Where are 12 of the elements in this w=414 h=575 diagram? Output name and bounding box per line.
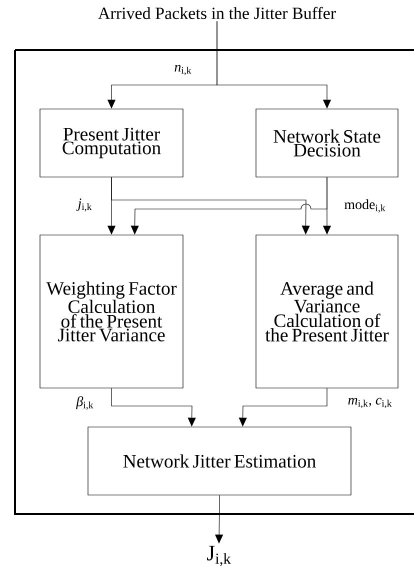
edge-label: n$_{i,k}$: [174, 64, 192, 76]
process-box: Average and Variance Calculation of the Present Jitter: [256, 234, 398, 388]
process-box: Weighting Factor Calculation of the Present Jitter Variance: [40, 234, 184, 388]
input-label: Arrived Packets in the Jitter Buffer: [98, 6, 336, 20]
edge-label: j$_{i,k}$: [76, 198, 92, 212]
edge-label: β$_{i,k}$: [76, 396, 94, 410]
process-box: Present Jitter Computation: [40, 108, 184, 178]
edge-label: mode$_{i,k}$: [344, 199, 386, 213]
process-box: Network Jitter Estimation: [88, 426, 352, 496]
process-box: Network State Decision: [256, 108, 398, 178]
output-label: J$_{i,k}$: [207, 546, 231, 566]
edge-label: m$_{i,k}$, c$_{i,k}$: [348, 398, 392, 408]
